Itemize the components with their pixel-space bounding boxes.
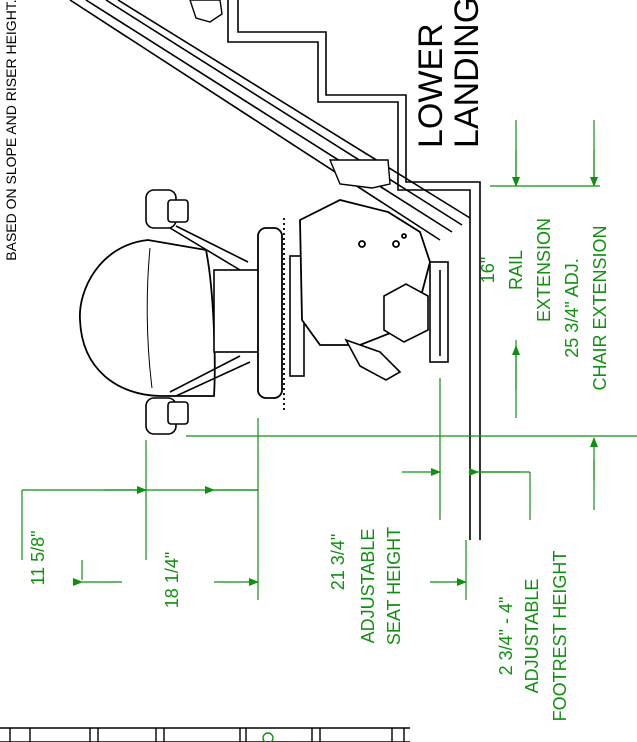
lower-landing-line2: LANDING bbox=[448, 0, 486, 148]
dim-rail-extension-line1: 16" bbox=[478, 257, 498, 283]
staircase-outline bbox=[227, 0, 481, 540]
dim-footrest-line3: FOOTREST HEIGHT bbox=[550, 551, 570, 722]
lower-landing-label: LOWER LANDING bbox=[412, 0, 486, 148]
title-block-strip bbox=[0, 727, 410, 742]
dim-side-offset: 18 1/4" bbox=[162, 552, 182, 608]
dim-chair-extension-line2: CHAIR EXTENSION bbox=[590, 225, 610, 390]
armrest-right bbox=[145, 355, 251, 435]
footrest bbox=[344, 261, 449, 381]
dim-chair-extension-line1: 25 3/4" ADJ. bbox=[562, 258, 582, 357]
dim-rail-extension-line3: EXTENSION bbox=[534, 218, 554, 322]
step-bracket-upper bbox=[189, 0, 391, 189]
stair-rail bbox=[69, 0, 471, 241]
dim-upper-offset: 11 5/8" bbox=[28, 530, 48, 585]
dim-footrest-line2: ADJUSTABLE bbox=[522, 579, 542, 694]
dim-seat-height-line3: SEAT HEIGHT bbox=[384, 527, 404, 645]
note-top-left: BASED ON SLOPE AND RISER HEIGHT. bbox=[3, 0, 19, 261]
dim-rail-extension-line2: RAIL bbox=[506, 250, 526, 290]
seat-cushion bbox=[257, 218, 285, 412]
armrest-left bbox=[145, 189, 249, 271]
dim-footrest-line1: 2 3/4" - 4" bbox=[496, 597, 516, 676]
chair-seat-back bbox=[79, 239, 216, 397]
dim-seat-height-line2: ADJUSTABLE bbox=[358, 529, 378, 644]
seat-column bbox=[213, 269, 261, 353]
lower-landing-line1: LOWER bbox=[412, 23, 450, 148]
dimension-lines bbox=[21, 120, 637, 600]
dim-seat-height-line1: 21 3/4" bbox=[328, 534, 348, 590]
